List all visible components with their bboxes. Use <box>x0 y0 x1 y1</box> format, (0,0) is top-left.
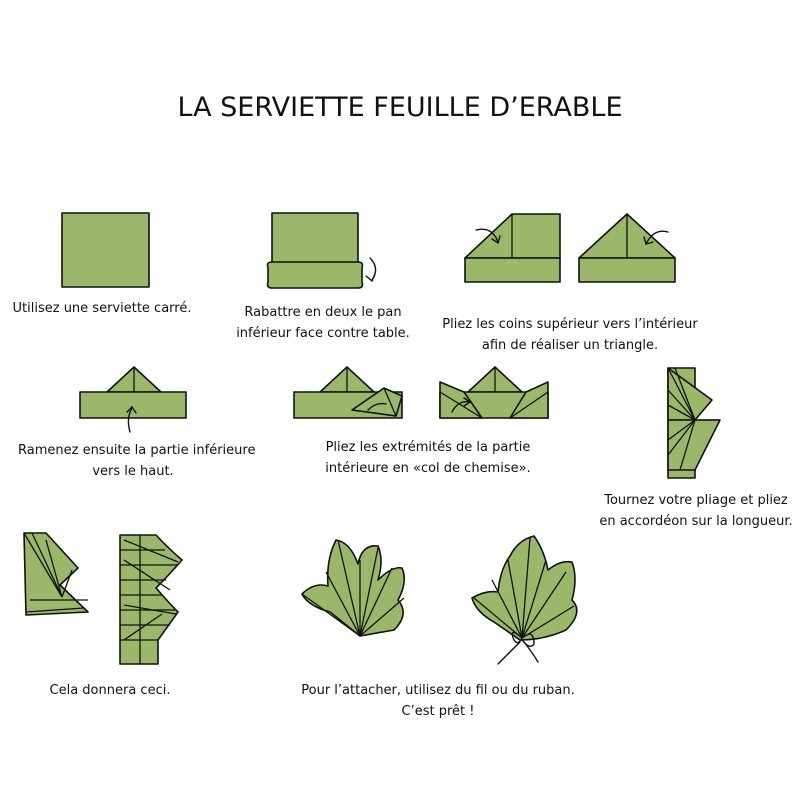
step7-accordion-figure <box>23 532 89 616</box>
step6-line-1: Tournez votre pliage et pliez <box>604 493 788 508</box>
step8-line-2: C’est prêt ! <box>401 704 475 719</box>
step4-line-1: Ramenez ensuite la partie inférieure <box>18 443 256 458</box>
step3-caption: Pliez les coins supérieur vers l’intérie… <box>440 314 700 356</box>
step2-line-1: Rabattre en deux le pan <box>244 305 402 320</box>
step8-leaf-figure <box>301 539 406 637</box>
step7-pleated-figure <box>119 534 183 665</box>
step4-fold-up-figure <box>79 366 187 433</box>
page-title: LA SERVIETTE FEUILLE D’ERABLE <box>177 92 623 123</box>
step4-line-2: vers le haut. <box>92 464 174 479</box>
step2-line-2: inférieur face contre table. <box>236 326 410 341</box>
step6-vertical-fold-figure <box>667 367 721 479</box>
step6-line-2: en accordéon sur la longueur. <box>599 514 793 529</box>
step8-caption: Pour l’attacher, utilisez du fil ou du r… <box>300 680 576 722</box>
step7-line-1: Cela donnera ceci. <box>49 683 171 698</box>
step3-line-1: Pliez les coins supérieur vers l’intérie… <box>442 317 698 332</box>
step8-line-1: Pour l’attacher, utilisez du fil ou du r… <box>301 683 575 698</box>
step7-caption: Cela donnera ceci. <box>40 680 180 701</box>
step1-caption: Utilisez une serviette carré. <box>12 298 192 319</box>
step8-tied-leaf-figure <box>471 535 578 665</box>
step4-caption: Ramenez ensuite la partie inférieure ver… <box>18 440 256 482</box>
step1-square-figure <box>61 212 150 288</box>
step6-caption: Tournez votre pliage et pliez en accordé… <box>598 490 794 532</box>
step3-triangle-figure <box>578 213 676 283</box>
step2-caption: Rabattre en deux le pan inférieur face c… <box>228 302 418 344</box>
step1-line-1: Utilisez une serviette carré. <box>12 301 192 316</box>
step5-line-2: intérieure en «col de chemise». <box>325 461 531 476</box>
step5-collar-done-figure <box>439 366 549 419</box>
step3-line-2: afin de réaliser un triangle. <box>481 338 659 353</box>
step3-corner-fold-figure <box>464 213 561 283</box>
step5-collar-fold-figure <box>293 366 403 419</box>
step2-fold-figure <box>266 212 377 289</box>
step5-caption: Pliez les extrémités de la partie intéri… <box>318 437 538 479</box>
step5-line-1: Pliez les extrémités de la partie <box>325 440 531 455</box>
